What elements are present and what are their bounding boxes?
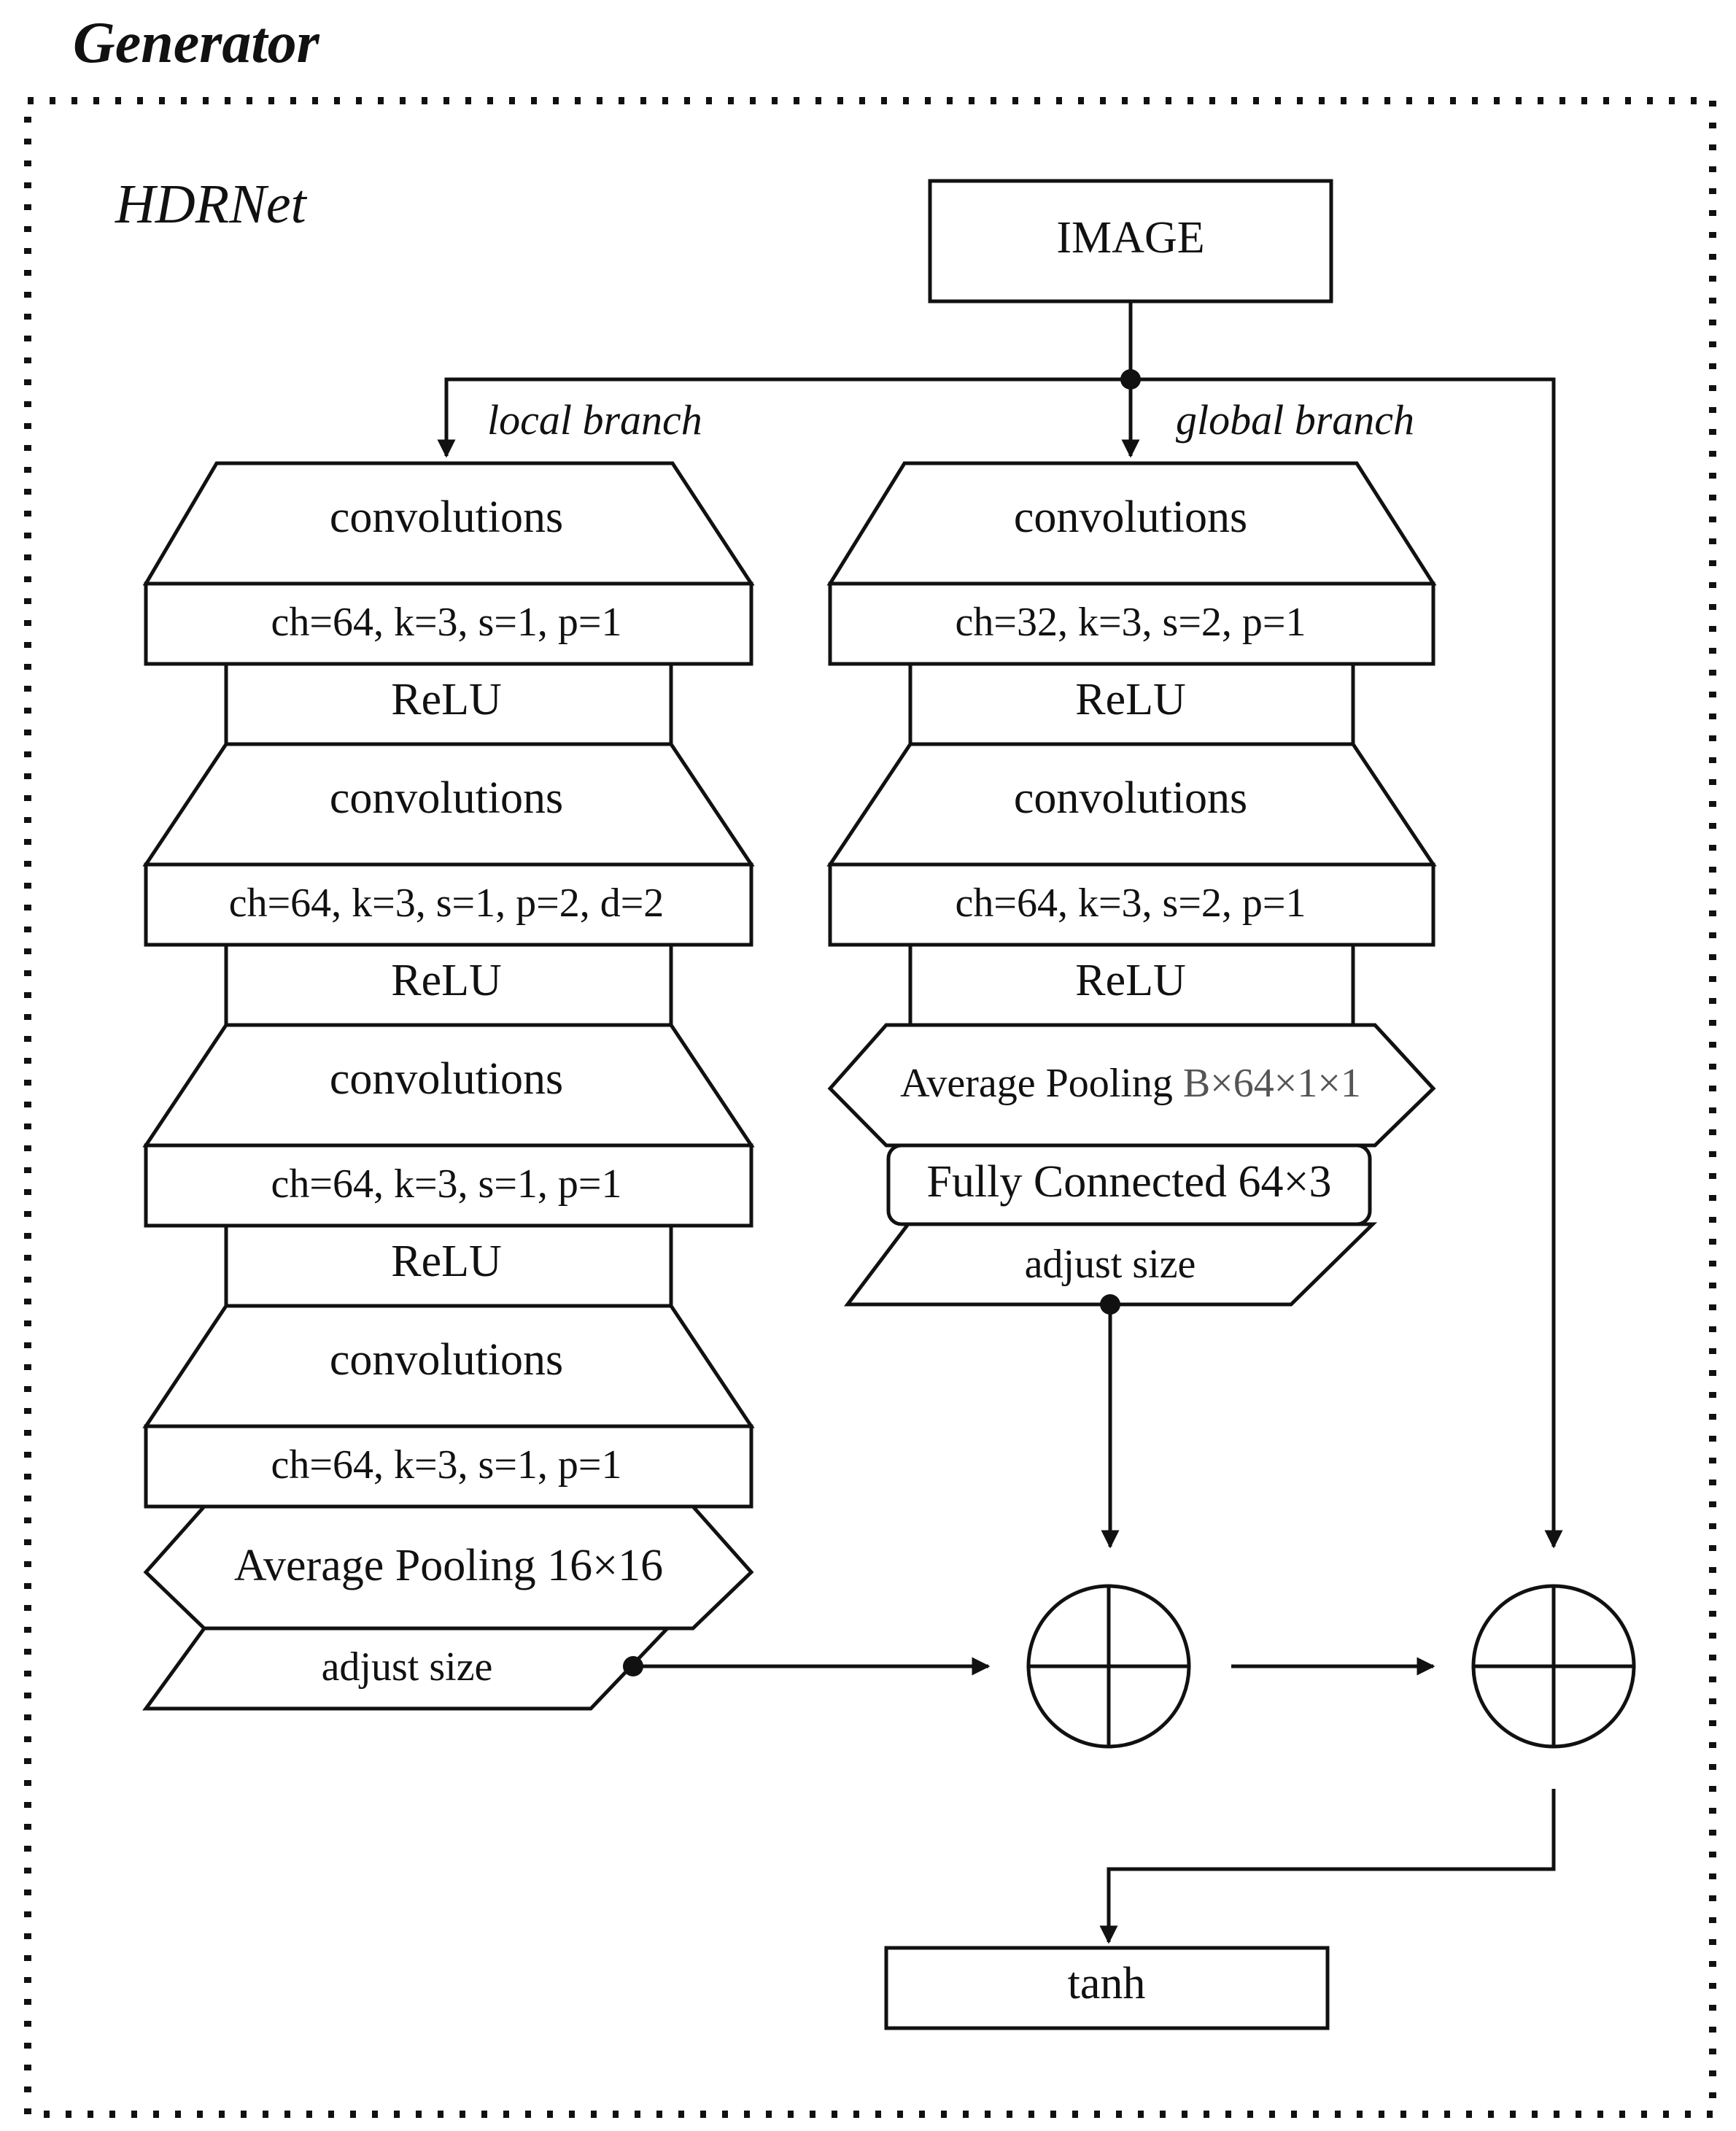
global-conv2-params-box [828,862,1435,947]
global-conv2-label: convolutions [1014,773,1247,823]
local-relu1-label: ReLU [391,675,502,724]
local-conv2-params: ch=64, k=3, s=1, p=2, d=2 [229,881,664,926]
generator-title: Generator [73,11,320,75]
generator-boundary [24,97,1716,2118]
tanh-output-box [884,1946,1330,2030]
tanh-output-label: tanh [1068,1959,1146,2008]
adder2-symbol [1471,1584,1636,1749]
global-conv1-label: convolutions [1014,492,1247,542]
global-branch-label: global branch [1176,396,1414,444]
local-conv2-label: convolutions [330,773,563,823]
local-branch-wire [437,377,1131,458]
global-conv1-params-box [828,581,1435,666]
local-conv3-label: convolutions [330,1054,563,1104]
global-relu2-label: ReLU [1075,956,1186,1005]
global-pool-dim: B×64×1×1 [1183,1061,1361,1106]
global-pool-hexagon [827,1023,1436,1148]
local-branch-label: local branch [487,396,702,444]
local-relu2-box [224,943,673,1027]
local-relu3-label: ReLU [391,1237,502,1286]
global-conv1-params: ch=32, k=3, s=2, p=1 [956,600,1306,645]
local-conv4-params-box [144,1424,753,1509]
global-conv2-params: ch=64, k=3, s=2, p=1 [956,881,1306,926]
local-pool-label: Average Pooling 16×16 [234,1541,663,1590]
global-pool-label: Average Pooling B×64×1×1 [900,1061,1361,1106]
global-fc-label: Fully Connected 64×3 [926,1157,1331,1207]
image-input-box [928,179,1333,303]
global-relu2-box [908,943,1355,1027]
local-conv4-params: ch=64, k=3, s=1, p=1 [271,1442,622,1488]
global-adjust-parallelogram [843,1222,1378,1307]
local-conv3-params-box [144,1143,753,1228]
local-adjust-label: adjust size [322,1644,493,1690]
adder2-to-tanh-wire [1099,1789,1556,1944]
global-relu1-label: ReLU [1075,675,1186,724]
local-pool-hexagon [143,1504,754,1631]
skip-wire [1131,377,1563,1549]
local-conv1-label: convolutions [330,492,563,542]
local-relu2-label: ReLU [391,956,502,1005]
global-pool-text: Average Pooling [900,1061,1173,1106]
global-adjust-label: adjust size [1025,1242,1196,1287]
hdrnet-label: HDRNet [115,174,308,235]
adder1-symbol [1026,1584,1191,1749]
local-conv3-params: ch=64, k=3, s=1, p=1 [271,1161,622,1207]
local-conv4-label: convolutions [330,1335,563,1385]
image-input-label: IMAGE [1056,213,1204,263]
local-adjust-parallelogram [142,1626,672,1711]
local-conv1-params: ch=64, k=3, s=1, p=1 [271,600,622,645]
